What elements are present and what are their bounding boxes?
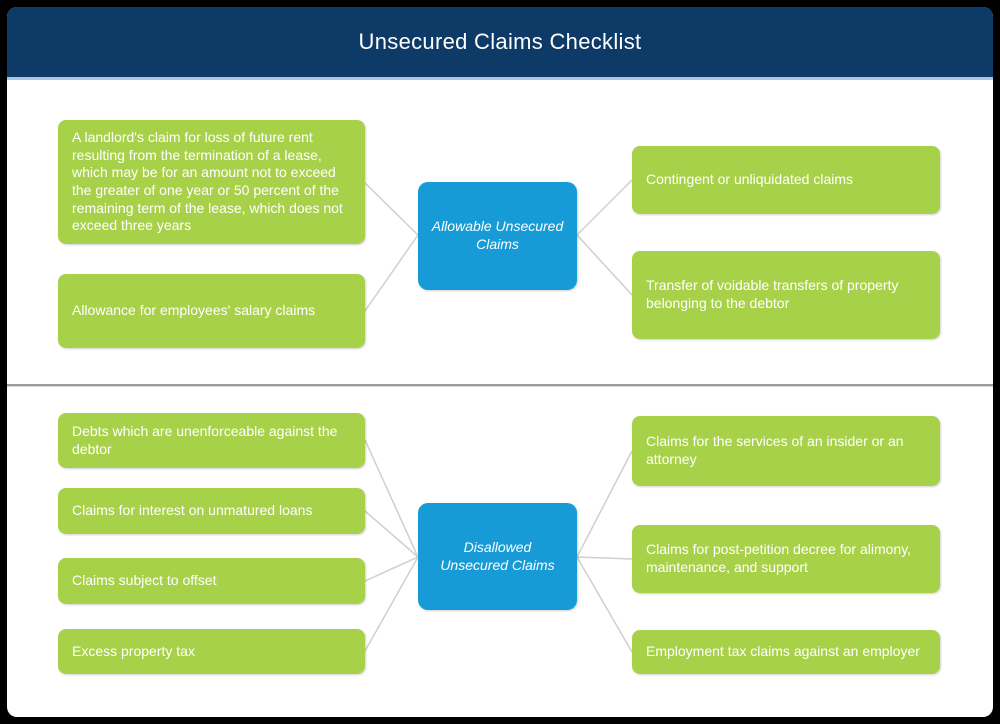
claim-node-voidable-transfers: Transfer of voidable transfers of proper… [632, 251, 940, 339]
claim-node-label: Claims for interest on unmatured loans [72, 502, 313, 519]
claim-node-label: Transfer of voidable transfers of proper… [646, 277, 899, 311]
claim-node-insider-attorney-services: Claims for the services of an insider or… [632, 416, 940, 486]
claim-node-label: Claims for the services of an insider or… [646, 433, 904, 467]
claim-node-subject-to-offset: Claims subject to offset [58, 558, 365, 604]
claim-node-label: Contingent or unliquidated claims [646, 171, 854, 188]
claim-node-label: A landlord's claim for loss of future re… [72, 129, 343, 234]
center-node-allowable-unsecured-claims: Allowable Unsecured Claims [418, 182, 577, 290]
claim-node-label: Debts which are unenforceable against th… [72, 422, 338, 457]
claim-node-contingent-unliquidated: Contingent or unliquidated claims [632, 146, 940, 214]
center-node-disallowed-unsecured-claims: Disallowed Unsecured Claims [418, 503, 577, 610]
connector-lines [364, 179, 633, 653]
claim-node-label: Employment tax claims against an employe… [646, 643, 920, 660]
claim-node-landlord-future-rent: A landlord's claim for loss of future re… [58, 120, 365, 244]
diagram-canvas: A landlord's claim for loss of future re… [7, 7, 993, 717]
claim-node-label: Claims subject to offset [72, 572, 217, 589]
diagram-card: A landlord's claim for loss of future re… [7, 7, 993, 717]
claim-node-interest-unmatured-loans: Claims for interest on unmatured loans [58, 488, 365, 534]
claim-node-employment-tax: Employment tax claims against an employe… [632, 630, 940, 674]
claim-node-post-petition-alimony: Claims for post-petition decree for alim… [632, 525, 940, 593]
claim-node-employee-salary: Allowance for employees' salary claims [58, 274, 365, 348]
title-bar: Unsecured Claims Checklist [7, 7, 993, 80]
claim-node-label: Allowance for employees' salary claims [72, 302, 316, 319]
claim-node-unenforceable-debts: Debts which are unenforceable against th… [58, 413, 365, 468]
center-node-label: Disallowed Unsecured Claims [440, 538, 555, 573]
center-node-label: Allowable Unsecured Claims [431, 218, 564, 252]
claim-node-label: Claims for post-petition decree for alim… [646, 541, 912, 575]
page-title: Unsecured Claims Checklist [358, 29, 642, 54]
section-divider [7, 384, 993, 387]
claim-node-excess-property-tax: Excess property tax [58, 629, 365, 674]
claim-node-label: Excess property tax [72, 642, 195, 659]
